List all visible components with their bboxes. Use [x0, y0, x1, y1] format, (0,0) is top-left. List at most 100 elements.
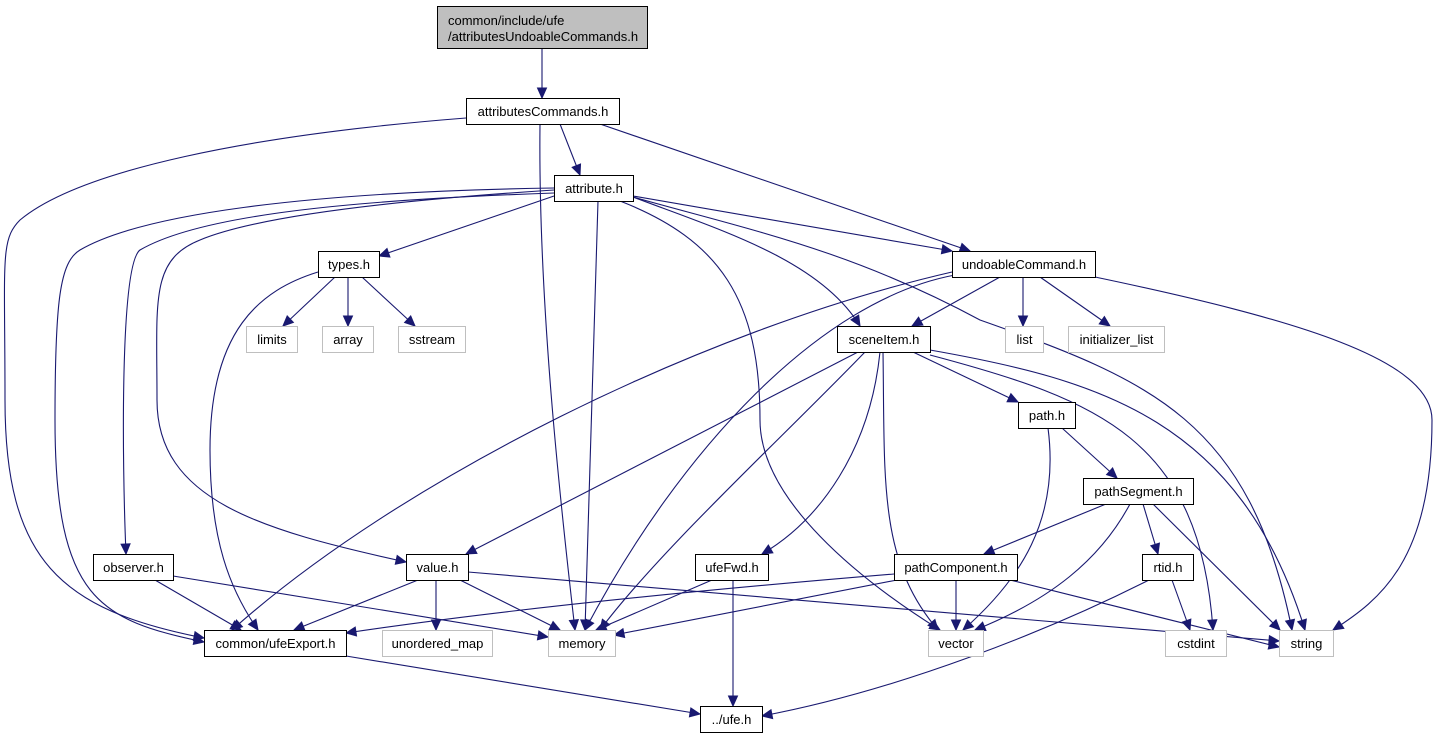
node-box[interactable] — [837, 326, 931, 353]
edge-line — [632, 196, 1293, 631]
arrowhead-icon — [950, 619, 962, 632]
node-box[interactable] — [700, 706, 763, 733]
edge-sceneItem-to-path — [912, 351, 1020, 403]
node-label: ../ufe.h — [712, 712, 752, 727]
node-sstream: sstream — [398, 326, 466, 353]
edge-attribute-to-types — [377, 195, 555, 258]
node-label: array — [333, 332, 363, 347]
node-attribute[interactable]: attribute.h — [554, 175, 634, 202]
node-box[interactable] — [952, 251, 1096, 278]
edge-line — [962, 427, 1051, 631]
arrowhead-icon — [1149, 542, 1161, 556]
node-rtid[interactable]: rtid.h — [1142, 554, 1194, 581]
node-label: pathSegment.h — [1094, 484, 1182, 499]
node-box[interactable] — [894, 554, 1018, 581]
node-box[interactable] — [1142, 554, 1194, 581]
edge-line — [122, 192, 555, 555]
edge-line — [378, 195, 555, 257]
node-box — [437, 6, 648, 49]
edge-line — [974, 503, 1131, 631]
node-sceneItem[interactable]: sceneItem.h — [837, 326, 931, 353]
node-undoableCommand[interactable]: undoableCommand.h — [952, 251, 1096, 278]
node-ufeFwd[interactable]: ufeFwd.h — [695, 554, 769, 581]
node-box[interactable] — [1083, 478, 1194, 505]
node-box[interactable] — [406, 554, 469, 581]
arrowhead-icon — [973, 621, 987, 631]
node-cstdint: cstdint — [1165, 630, 1227, 657]
edge-attributesCommands-to-undoableCommand — [599, 123, 972, 253]
node-ufeExport[interactable]: common/ufeExport.h — [204, 630, 347, 657]
arrowhead-icon — [688, 707, 702, 718]
edge-line — [1152, 503, 1281, 631]
edge-sceneItem-to-value — [464, 351, 859, 555]
edge-undoableCommand-to-list — [1017, 277, 1029, 328]
node-box[interactable] — [466, 98, 620, 125]
node-path[interactable]: path.h — [1018, 402, 1076, 429]
arrowhead-icon — [1284, 618, 1296, 632]
edge-line — [154, 579, 242, 631]
arrowhead-icon — [377, 247, 391, 258]
node-value[interactable]: value.h — [406, 554, 469, 581]
edge-line — [1094, 276, 1433, 631]
node-box[interactable] — [318, 251, 380, 278]
node-box[interactable] — [204, 630, 347, 657]
edge-line — [595, 579, 713, 631]
edge-line — [209, 271, 319, 631]
arrowhead-icon — [192, 634, 206, 645]
edge-line — [584, 200, 599, 631]
edge-attribute-to-vector — [619, 200, 942, 631]
edge-line — [465, 351, 859, 555]
arrowhead-icon — [927, 618, 939, 631]
edge-attribute-to-string — [632, 196, 1296, 632]
node-types[interactable]: types.h — [318, 251, 380, 278]
nodes-layer: common/include/ufe/attributesUndoableCom… — [93, 6, 1334, 733]
node-box — [246, 326, 298, 353]
node-label: common/ufeExport.h — [216, 636, 336, 651]
edge-line — [3, 117, 467, 639]
edge-ufeFwd-to-ufe — [727, 580, 739, 708]
edge-pathSegment-to-pathComponent — [982, 503, 1107, 555]
node-pathSegment[interactable]: pathSegment.h — [1083, 478, 1194, 505]
node-pathComponent[interactable]: pathComponent.h — [894, 554, 1018, 581]
edge-undoableCommand-to-string — [1094, 276, 1433, 631]
node-ufe[interactable]: ../ufe.h — [700, 706, 763, 733]
node-attributesCommands[interactable]: attributesCommands.h — [466, 98, 620, 125]
edge-line — [929, 354, 1214, 631]
edge-sceneItem-to-cstdint — [929, 354, 1218, 632]
edge-line — [619, 200, 941, 631]
node-label: attributesCommands.h — [478, 104, 609, 119]
node-box[interactable] — [554, 175, 634, 202]
edge-ufeExport-to-ufe — [345, 655, 702, 718]
node-observer[interactable]: observer.h — [93, 554, 174, 581]
arrowhead-icon — [464, 544, 478, 555]
edge-line — [345, 573, 895, 634]
node-box — [548, 630, 616, 657]
edge-root-to-attributesCommands — [536, 48, 548, 100]
arrowhead-icon — [292, 621, 306, 631]
edge-line — [231, 271, 953, 631]
node-label: rtid.h — [1154, 560, 1183, 575]
node-box — [928, 630, 984, 657]
edge-undoableCommand-to-memory — [584, 274, 956, 632]
arrowhead-icon — [229, 620, 243, 631]
edge-undoableCommand-to-ufeExport — [231, 271, 953, 631]
node-box[interactable] — [695, 554, 769, 581]
edge-value-to-memory — [459, 579, 562, 631]
node-box[interactable] — [1018, 402, 1076, 429]
edge-sceneItem-to-string — [929, 349, 1307, 632]
edge-value-to-ufeExport — [292, 579, 419, 631]
edge-line — [599, 351, 866, 631]
arrowhead-icon — [612, 627, 626, 639]
edge-pathSegment-to-string — [1152, 503, 1281, 631]
node-string: string — [1279, 630, 1334, 657]
node-box[interactable] — [93, 554, 174, 581]
node-label: vector — [938, 636, 974, 651]
arrowhead-icon — [760, 544, 774, 555]
arrowhead-icon — [958, 242, 972, 253]
node-box — [1165, 630, 1227, 657]
edge-attributesCommands-to-memory — [539, 123, 580, 632]
edge-undoableCommand-to-initializer_list — [1039, 276, 1111, 327]
arrowhead-icon — [1296, 618, 1307, 632]
edge-sceneItem-to-vector — [882, 351, 939, 631]
